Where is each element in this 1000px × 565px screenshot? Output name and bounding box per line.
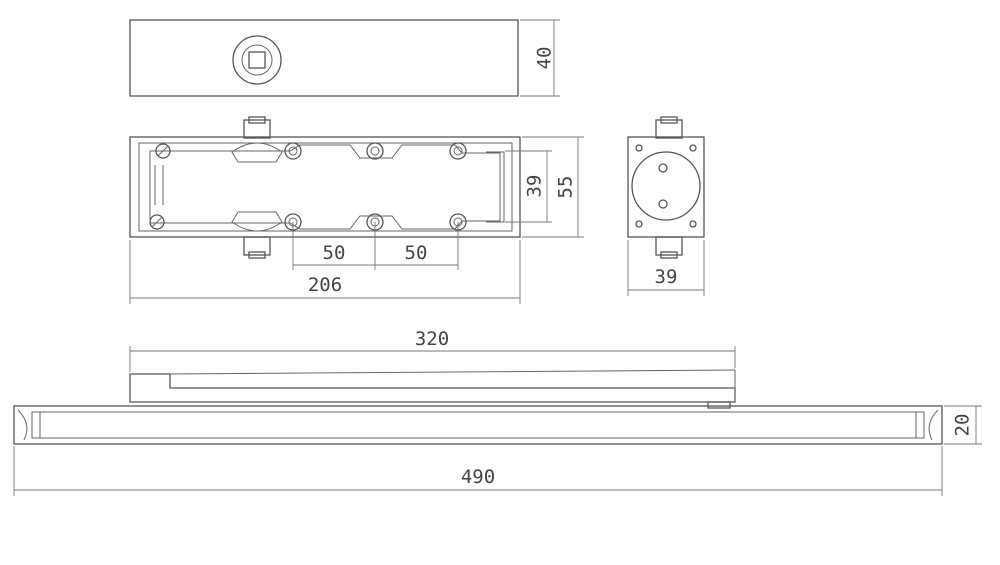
rail-right-endcap — [928, 409, 939, 441]
side-view: 39 — [627, 116, 705, 296]
lower-cam-pocket — [231, 211, 283, 232]
bottom-view-body — [129, 136, 521, 238]
side-view-bore — [631, 151, 701, 221]
spindle-square — [248, 51, 266, 69]
bottom-view: 50 50 206 39 55 — [129, 116, 584, 304]
side-bottom-lug-cap — [660, 251, 678, 259]
height-dimension-39: 39 — [505, 150, 552, 223]
length-dimension-206: 206 — [129, 240, 521, 304]
slide-arm — [129, 373, 736, 403]
rail-left-stop — [31, 411, 41, 439]
side-corner-hole-br — [689, 220, 697, 228]
rail-length-dimension-490: 490 — [13, 446, 943, 496]
arm-length-dimension-320: 320 — [129, 328, 736, 372]
screw-top-left — [155, 143, 171, 159]
top-lug — [243, 119, 271, 139]
side-bore-hole-bottom — [658, 199, 668, 209]
dimension-label-320: 320 — [415, 328, 449, 350]
height-dimension-40: 40 — [520, 19, 560, 97]
spindle-inner-ring — [241, 44, 273, 76]
dimension-label-20: 20 — [952, 414, 974, 437]
mounting-hole-top-3 — [449, 142, 467, 160]
side-top-lug — [655, 119, 683, 139]
side-bore-hole-top — [658, 163, 668, 173]
dimension-label-39-width: 39 — [655, 266, 678, 288]
slide-rail-assembly: 320 490 20 — [13, 328, 982, 496]
upper-cam-pocket — [231, 142, 283, 163]
screw-bottom-left — [149, 214, 165, 230]
side-corner-hole-tl — [635, 144, 643, 152]
dimension-label-206: 206 — [308, 274, 342, 296]
dimension-label-55: 55 — [555, 176, 577, 199]
slide-rail — [13, 405, 943, 445]
rail-right-stop — [915, 411, 925, 439]
slide-arm-top-edge — [169, 369, 736, 375]
spindle — [232, 35, 282, 85]
side-corner-hole-tr — [689, 144, 697, 152]
dimension-label-50-left: 50 — [323, 242, 346, 264]
spindle-outer-ring — [232, 35, 282, 85]
dimension-label-40: 40 — [534, 47, 556, 70]
mounting-hole-top-1 — [284, 142, 302, 160]
height-dimension-55: 55 — [522, 136, 584, 238]
dimension-label-50-right: 50 — [405, 242, 428, 264]
mounting-hole-top-2 — [366, 142, 384, 160]
hole-pitch-dimensions: 50 50 — [292, 222, 459, 270]
inner-frame — [138, 142, 513, 232]
slide-arm-block — [707, 401, 731, 409]
side-view-body — [627, 136, 705, 238]
top-lug-cap — [248, 116, 266, 124]
top-view-body — [129, 19, 519, 97]
rail-height-dimension-20: 20 — [944, 405, 982, 445]
end-slot — [486, 151, 505, 223]
width-dimension-39: 39 — [627, 240, 705, 296]
dimension-label-39-height: 39 — [524, 175, 546, 198]
bottom-lug-cap — [248, 251, 266, 259]
side-top-lug-cap — [660, 116, 678, 124]
housing-recess — [149, 144, 501, 230]
rail-left-endcap — [17, 409, 28, 441]
side-corner-hole-bl — [635, 220, 643, 228]
dimension-label-490: 490 — [461, 466, 495, 488]
top-view: 40 — [129, 19, 560, 97]
